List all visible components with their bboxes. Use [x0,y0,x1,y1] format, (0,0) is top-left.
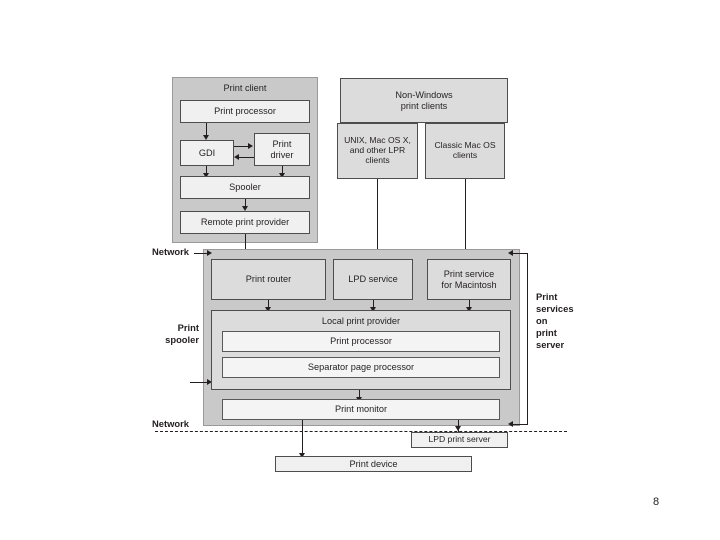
network-label-top: Network [152,246,189,257]
arrow-monitor-to-device [299,453,305,458]
arrow-router-to-lpp [265,307,271,312]
page-number: 8 [653,496,660,508]
right-bracket-vertical [527,253,528,425]
print-processor-client-box[interactable]: Print processor [180,100,310,123]
arrow-monitor-to-lpd-server [455,426,461,431]
connector-network-top [194,253,208,254]
lpd-print-server-box[interactable]: LPD print server [411,432,508,448]
connector-processor-gdi [206,123,207,136]
network-dashed-line [155,431,567,432]
network-label-bottom: Network [152,418,189,429]
arrow-network-top [207,250,212,256]
connector-lpd-to-lpp [373,300,374,309]
unix-lpr-clients-box[interactable]: UNIX, Mac OS X, and other LPR clients [337,123,418,179]
print-router-box[interactable]: Print router [211,259,326,300]
arrow-gdi-spooler [203,173,209,178]
connector-monitor-to-device [302,420,303,456]
arrow-bracket-top [508,250,513,256]
local-print-provider-title: Local print provider [321,316,401,326]
print-monitor-box[interactable]: Print monitor [222,399,500,420]
connector-remote-to-network [245,234,246,258]
separator-page-processor-box[interactable]: Separator page processor [222,357,500,378]
arrow-processor-gdi [203,135,209,140]
arrow-spooler-side [207,379,212,385]
print-spooler-side-label: Print spooler [165,322,199,346]
connector-spooler-remote [245,199,246,208]
connector-mac-service-to-lpp [469,300,470,309]
connector-lpp-to-monitor [359,390,360,399]
arrow-driver-spooler [279,173,285,178]
local-print-processor-box[interactable]: Print processor [222,331,500,352]
connector-router-to-lpp [268,300,269,309]
print-services-bracket-label: Print services on print server [536,291,574,351]
connector-unix-to-network [377,179,378,258]
connector-gdi-to-driver [234,146,249,147]
print-client-title: Print client [223,83,267,93]
right-bracket-top [512,253,528,254]
arrow-mac-service-to-lpp [466,307,472,312]
lpd-service-box[interactable]: LPD service [333,259,413,300]
arrow-driver-to-gdi [234,154,239,160]
non-windows-clients-box[interactable]: Non-Windows print clients [340,78,508,123]
print-driver-box[interactable]: Print driver [254,133,310,166]
connector-driver-to-gdi [239,157,254,158]
arrow-lpd-to-lpp [370,307,376,312]
connector-gdi-spooler [206,166,207,175]
gdi-box[interactable]: GDI [180,140,234,166]
connector-spooler-side [190,382,208,383]
arrow-bracket-bottom [508,421,513,427]
connector-driver-spooler [282,166,283,175]
classic-mac-clients-box[interactable]: Classic Mac OS clients [425,123,505,179]
connector-mac-to-network [465,179,466,258]
print-service-macintosh-box[interactable]: Print service for Macintosh [427,259,511,300]
arrow-spooler-remote [242,206,248,211]
right-bracket-bottom [512,424,528,425]
remote-print-provider-box[interactable]: Remote print provider [180,211,310,234]
arrow-gdi-to-driver [248,143,253,149]
print-device-box[interactable]: Print device [275,456,472,472]
spooler-client-box[interactable]: Spooler [180,176,310,199]
